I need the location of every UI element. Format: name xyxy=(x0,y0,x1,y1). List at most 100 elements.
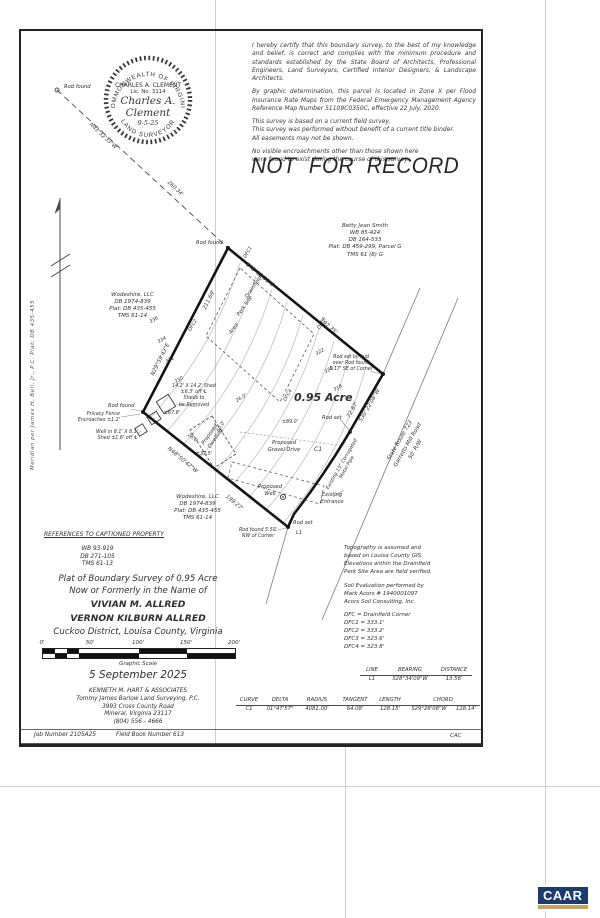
caar-logo: CAAR xyxy=(536,885,590,911)
adjoiner-wodeshire-north-block: Wodeshire, LLC DB 1974-839 Plat: DB 435-… xyxy=(109,292,156,320)
curve-table-cell-delta: 01°47'57" xyxy=(266,705,294,712)
scale-tick-150: 150' xyxy=(179,640,192,646)
title-line-3: Cuckoo District, Louisa County, Virginia xyxy=(53,627,223,638)
meridian-note: Meridian per James H. Bell, Jr., P.C. Pl… xyxy=(30,299,36,470)
curve-table-header-tangent: TANGENT xyxy=(342,697,368,703)
scale-tick-50: 50' xyxy=(85,640,95,646)
seal-date: 9-5-25 xyxy=(137,119,159,127)
curve-table-cell-chord-bearing: S29°28'08"W xyxy=(411,705,447,712)
rod-found-label-w: Rod found xyxy=(108,403,135,409)
line-table-cell-distance: 13.56' xyxy=(445,675,463,682)
curve-table-header-curve: CURVE xyxy=(239,697,259,703)
scale-bar-row-top xyxy=(43,649,235,654)
parcel-area-label: 0.95 Acre xyxy=(294,391,353,404)
line-ref-label: L1 xyxy=(296,530,303,536)
line-table-header-line: LINE xyxy=(366,667,378,673)
curve-table: CURVE DELTA RADIUS TANGENT LENGTH CHORD … xyxy=(236,697,480,714)
drafter-initials: CAC xyxy=(450,733,462,739)
caar-logo-text: CAAR xyxy=(538,887,588,904)
field-book-number: Field Book Number 613 xyxy=(116,732,185,738)
line-table: LINE BEARING DISTANCE L1 S28°34'09"W 13.… xyxy=(360,667,472,684)
seal-starburst-ring xyxy=(103,55,193,145)
owner-name-1: VIVIAN M. ALLRED xyxy=(90,599,186,611)
rod-found-label-nw: Rod found xyxy=(64,84,91,90)
curve-table-cell-length: 128.15' xyxy=(380,705,400,712)
dim-37-5: ±37.5' xyxy=(196,452,213,457)
proposed-drive-label: Proposed Gravel Drive xyxy=(267,440,301,453)
line-table-cell-bearing: S28°34'09"W xyxy=(392,675,428,682)
scale-bar-row-bottom xyxy=(43,653,235,659)
caar-logo-bar xyxy=(538,905,588,909)
shed-note: 14.2' X 14.2' Shed ±6.3' off ℄ Sheds to … xyxy=(172,384,216,408)
not-for-record-stamp: NOT FOR RECORD xyxy=(251,153,460,178)
well-shed-note: Well in 8.1' X 8.1' Shed ±1.6' off ℄ xyxy=(95,430,138,442)
certification-paragraph-1: I hereby certify that this boundary surv… xyxy=(252,42,476,83)
title-line-1: Plat of Boundary Survey of 0.95 Acre xyxy=(58,574,218,584)
curve-table-header-radius: RADIUS xyxy=(306,697,328,703)
title-block: Plat of Boundary Survey of 0.95 Acre Now… xyxy=(38,574,238,638)
north-arrow xyxy=(50,198,71,450)
curve-table-row: C1 01°47'57" 4081.00' 64.08' 128.15' S29… xyxy=(236,706,480,714)
tie-line xyxy=(54,87,229,249)
rod-set-note: Rod set by laid over Rod found 5.17' SE … xyxy=(329,355,373,373)
survey-date: 5 September 2025 xyxy=(88,669,188,681)
title-line-2: Now or Formerly in the Name of xyxy=(69,586,207,597)
curve-table-cell-chord-distance: 128.14' xyxy=(456,705,476,712)
dim-67-8: ±67.8' xyxy=(164,411,181,416)
leader-lines xyxy=(120,370,382,532)
dim-89: ±89.0' xyxy=(282,420,299,425)
certification-paragraph-4: No visible encroachments other than thos… xyxy=(252,147,419,164)
rod-set-label-1: Rod set xyxy=(322,415,342,421)
graphic-scale-bar xyxy=(42,648,236,660)
adjoiner-wodeshire-south-block: Wodeshire, LLC DB 1974-839 Plat: DB 435-… xyxy=(174,494,221,522)
line-table-cell-id: L1 xyxy=(368,675,376,682)
certification-paragraph-2: By graphic determination, this parcel is… xyxy=(252,88,476,112)
rod-found-south-note: Rod found 5.50' NW of Corner xyxy=(238,528,278,540)
references-lines: WB 93-919 DB 271-105 TMS 61-13 xyxy=(80,546,115,568)
contour-lines xyxy=(149,262,367,523)
curve-table-header-chord: CHORD xyxy=(433,697,453,703)
rod-set-label-2: Rod set xyxy=(293,520,313,526)
graphic-scale-caption: Graphic Scale xyxy=(119,661,157,667)
seal-signature: Charles A. Clement xyxy=(120,95,176,119)
certification-paragraph-3: This survey is based on a current field … xyxy=(252,118,455,142)
seal-license-number: Lic. No. 3114 xyxy=(130,89,166,95)
curve-table-header-length: LENGTH xyxy=(379,697,401,703)
line-table-header-distance: DISTANCE xyxy=(440,667,468,673)
curve-table-header: CURVE DELTA RADIUS TANGENT LENGTH CHORD xyxy=(236,697,480,706)
curve-ref-label: C1 xyxy=(314,446,323,453)
existing-entrance-label: Existing Entrance xyxy=(320,492,344,505)
adjoiner-smith-block: Betty Jean Smith WB 85-424 DB 164-533 Pl… xyxy=(328,223,402,258)
line-table-header-bearing: BEARING xyxy=(398,667,422,673)
job-number: Job Number 2105A25 xyxy=(34,732,97,738)
drainfield-outline xyxy=(205,267,315,403)
well-symbol xyxy=(279,493,287,501)
soil-evaluation-note: Soil Evaluation performed by Mark Acors … xyxy=(344,583,424,605)
firm-block: KENNETH M. HART & ASSOCIATES Tommy James… xyxy=(76,688,200,726)
rod-found-label-n: Rod found xyxy=(196,240,223,246)
proposed-well-label: Proposed Well xyxy=(257,484,283,497)
boundary-line xyxy=(141,245,385,530)
certification-block: I hereby certify that this boundary surv… xyxy=(252,42,476,169)
line-table-header: LINE BEARING DISTANCE xyxy=(360,667,472,676)
corner-markers xyxy=(141,246,385,529)
references-heading: REFERENCES TO CAPTIONED PROPERTY xyxy=(44,531,164,538)
sheet-border xyxy=(19,29,483,747)
scale-tick-100: 100' xyxy=(131,640,144,646)
line-table-row: L1 S28°34'09"W 13.56' xyxy=(360,676,472,684)
scale-tick-0: 0' xyxy=(39,640,45,646)
curve-table-cell-id: C1 xyxy=(245,705,253,712)
owner-name-2: VERNON KILBURN ALLRED xyxy=(70,613,206,625)
dfc-legend: DFC = Drainfield Corner DFC1 = 333.1' DF… xyxy=(344,612,411,650)
curve-table-header-delta: DELTA xyxy=(271,697,289,703)
privacy-fence-note: Privacy Fence Encroaches ±1.2' xyxy=(77,412,120,424)
seal-center: CHARLES A. CLEMENT Lic. No. 3114 Charles… xyxy=(100,82,196,127)
proposed-drive-outline xyxy=(227,461,325,505)
curve-table-cell-tangent: 64.08' xyxy=(346,705,364,712)
curve-table-cell-radius: 4081.00' xyxy=(305,705,329,712)
surveyor-seal: COMMONWEALTH OF VIRGINIA LAND SURVEYOR xyxy=(100,52,193,145)
topography-note: Topography is assumed and based on Louis… xyxy=(344,545,432,575)
scale-tick-200: 200' xyxy=(227,640,240,646)
